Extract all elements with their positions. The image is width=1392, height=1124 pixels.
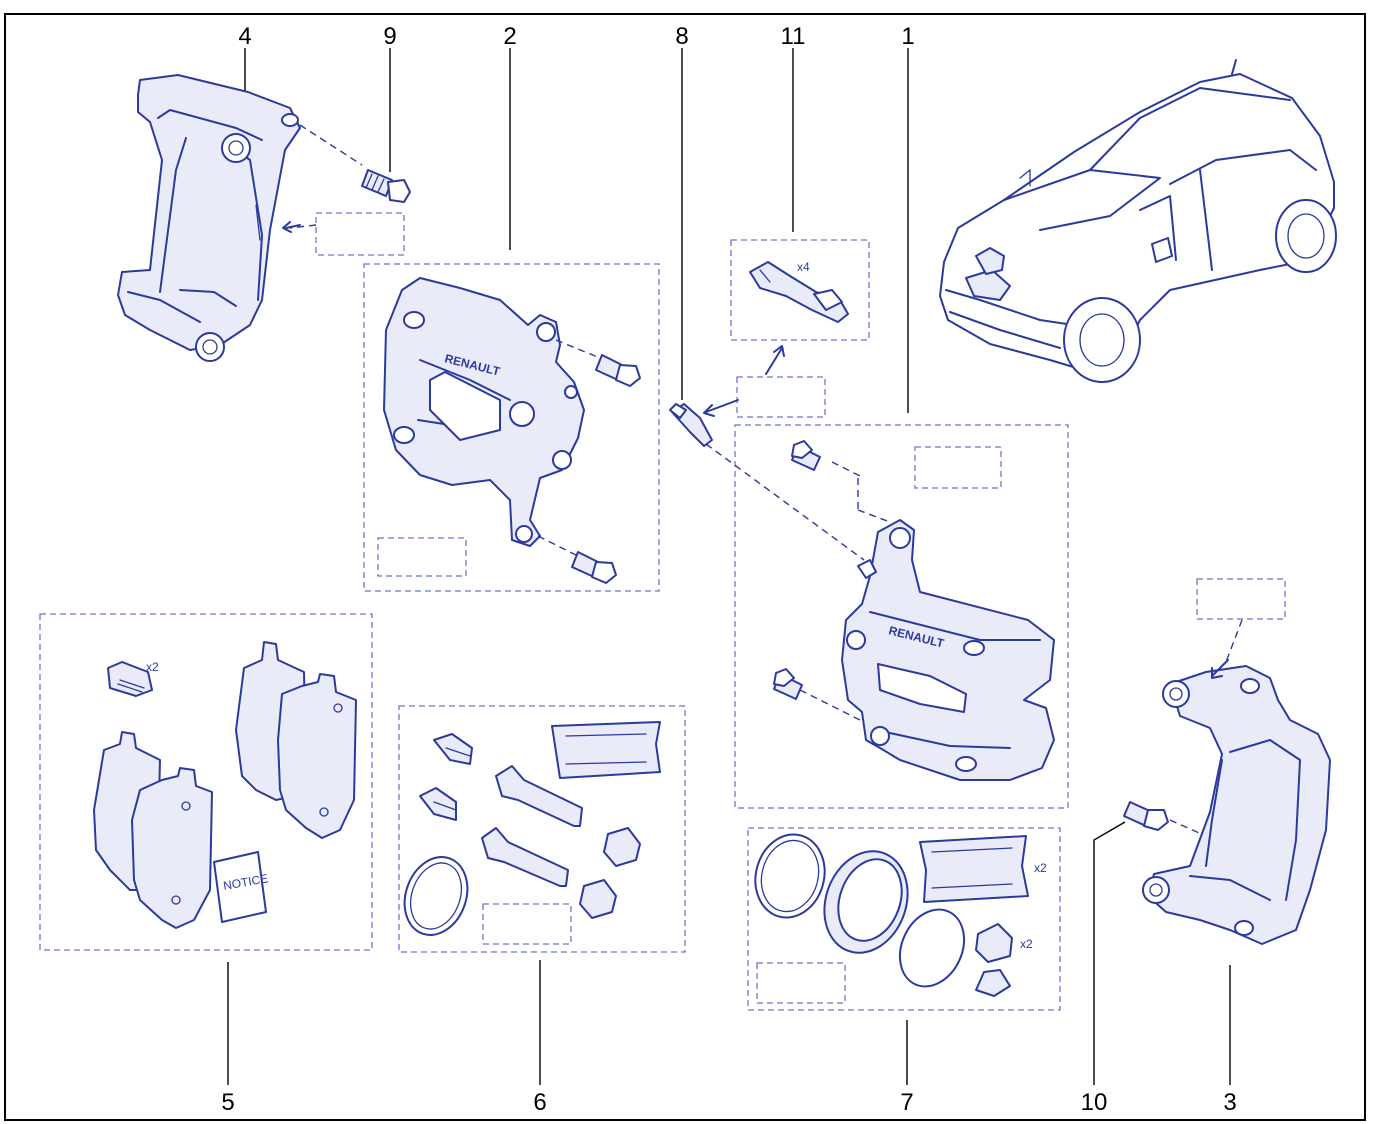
callout-2: 2 — [503, 23, 516, 50]
bolt-path-9 — [299, 124, 363, 166]
qty-x2-cap: x2 — [1020, 937, 1033, 951]
part-4-caliper-carrier — [117, 74, 301, 362]
arrow-8 — [703, 399, 739, 417]
bleed-path — [705, 443, 865, 561]
part-2-brake-caliper: RENAULT — [383, 277, 585, 547]
callout-7: 7 — [900, 1089, 913, 1116]
part-1-brake-caliper: RENAULT — [773, 440, 1055, 781]
qty-x4: x4 — [797, 260, 810, 274]
callout-1: 1 — [901, 23, 914, 50]
vehicle-illustration — [939, 59, 1337, 383]
group-boxes — [39, 212, 1286, 1011]
callout-9: 9 — [383, 23, 396, 50]
leader-lines — [227, 48, 1231, 1085]
part-7-seal-kit: x2 x2 — [754, 833, 1047, 997]
arrow-3-dash — [1225, 619, 1243, 663]
part-9-bolt — [361, 169, 411, 203]
part-3-caliper-carrier — [1142, 665, 1331, 945]
arrow-4-dash — [289, 224, 317, 229]
callout-5: 5 — [221, 1089, 234, 1116]
part-8-bleed-screw — [669, 403, 713, 447]
qty-x2-seal: x2 — [1034, 861, 1047, 875]
callout-8: 8 — [675, 23, 688, 50]
arrow-4 — [282, 221, 301, 233]
callout-10: 10 — [1081, 1089, 1108, 1116]
callout-11: 11 — [781, 23, 806, 50]
part-11-clips: x4 — [749, 260, 849, 323]
callout-4: 4 — [238, 23, 251, 50]
caliper-2-bolts — [537, 339, 641, 584]
arrow-11 — [765, 345, 785, 375]
qty-x2-bolts: x2 — [146, 660, 159, 674]
part-5-brake-pads: x2 NOTICE — [93, 641, 357, 929]
arrow-3 — [1211, 659, 1229, 679]
part-6-guide-kit — [403, 721, 661, 936]
callout-6: 6 — [533, 1089, 546, 1116]
part-10-bolt — [1123, 801, 1207, 837]
callout-3: 3 — [1223, 1089, 1236, 1116]
